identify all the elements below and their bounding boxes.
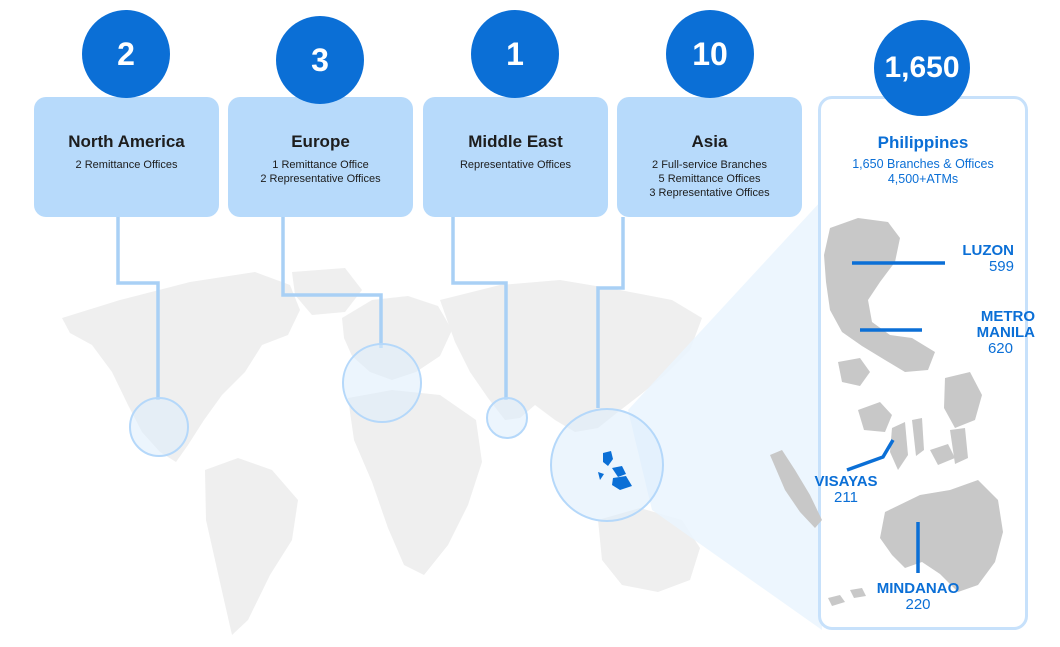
- detail-line: 4,500+ATMs: [887, 172, 959, 186]
- area-value: 220: [905, 596, 931, 613]
- detail-line: 1,650 Branches & Offices: [852, 157, 994, 171]
- detail-line: Representative Offices: [459, 159, 572, 171]
- count-philippines: 1,650: [874, 20, 970, 116]
- detail-line: 3 Representative Offices: [649, 187, 770, 199]
- visayas-label: VISAYAS 211: [800, 474, 892, 506]
- middle-east-magnifier: [486, 397, 528, 439]
- region-detail: Representative Offices: [423, 158, 608, 172]
- luzon-label: LUZON 599: [930, 243, 1014, 275]
- detail-line: 1 Remittance Office: [272, 159, 369, 171]
- count-north-america: 2: [82, 10, 170, 98]
- philippines-title: Philippines: [877, 133, 969, 152]
- region-detail: 1 Remittance Office 2 Representative Off…: [228, 158, 413, 186]
- card-north-america: North America 2 Remittance Offices: [34, 97, 219, 217]
- area-value: 211: [834, 489, 858, 506]
- north-america-magnifier: [129, 397, 189, 457]
- region-name: Europe: [291, 132, 350, 151]
- detail-line: 2 Remittance Offices: [75, 159, 178, 171]
- area-name: VISAYAS: [814, 473, 878, 490]
- area-name: METRO: [980, 308, 1035, 325]
- card-middle-east: Middle East Representative Offices: [423, 97, 608, 217]
- region-name: Middle East: [468, 132, 563, 151]
- philippines-detail: 1,650 Branches & Offices 4,500+ATMs: [818, 157, 1028, 187]
- area-name: MINDANAO: [876, 580, 960, 597]
- detail-line: 2 Full-service Branches: [652, 159, 767, 171]
- count-asia: 10: [666, 10, 754, 98]
- area-name: LUZON: [962, 242, 1014, 259]
- region-name: Asia: [691, 132, 728, 151]
- metro-manila-label: METRO MANILA 620: [915, 309, 1035, 357]
- card-asia: Asia 2 Full-service Branches 5 Remittanc…: [617, 97, 802, 217]
- count-middle-east: 1: [471, 10, 559, 98]
- mindanao-label: MINDANAO 220: [858, 581, 978, 613]
- detail-line: 2 Representative Offices: [260, 173, 381, 185]
- region-detail: 2 Full-service Branches 5 Remittance Off…: [617, 158, 802, 200]
- card-europe: Europe 1 Remittance Office 2 Representat…: [228, 97, 413, 217]
- region-detail: 2 Remittance Offices: [34, 158, 219, 172]
- europe-magnifier: [342, 343, 422, 423]
- area-name: MANILA: [976, 324, 1035, 341]
- area-value: 620: [987, 340, 1013, 357]
- area-value: 599: [988, 258, 1014, 275]
- count-europe: 3: [276, 16, 364, 104]
- philippines-marker: [598, 451, 632, 490]
- detail-line: 5 Remittance Offices: [658, 173, 761, 185]
- region-name: North America: [68, 132, 185, 151]
